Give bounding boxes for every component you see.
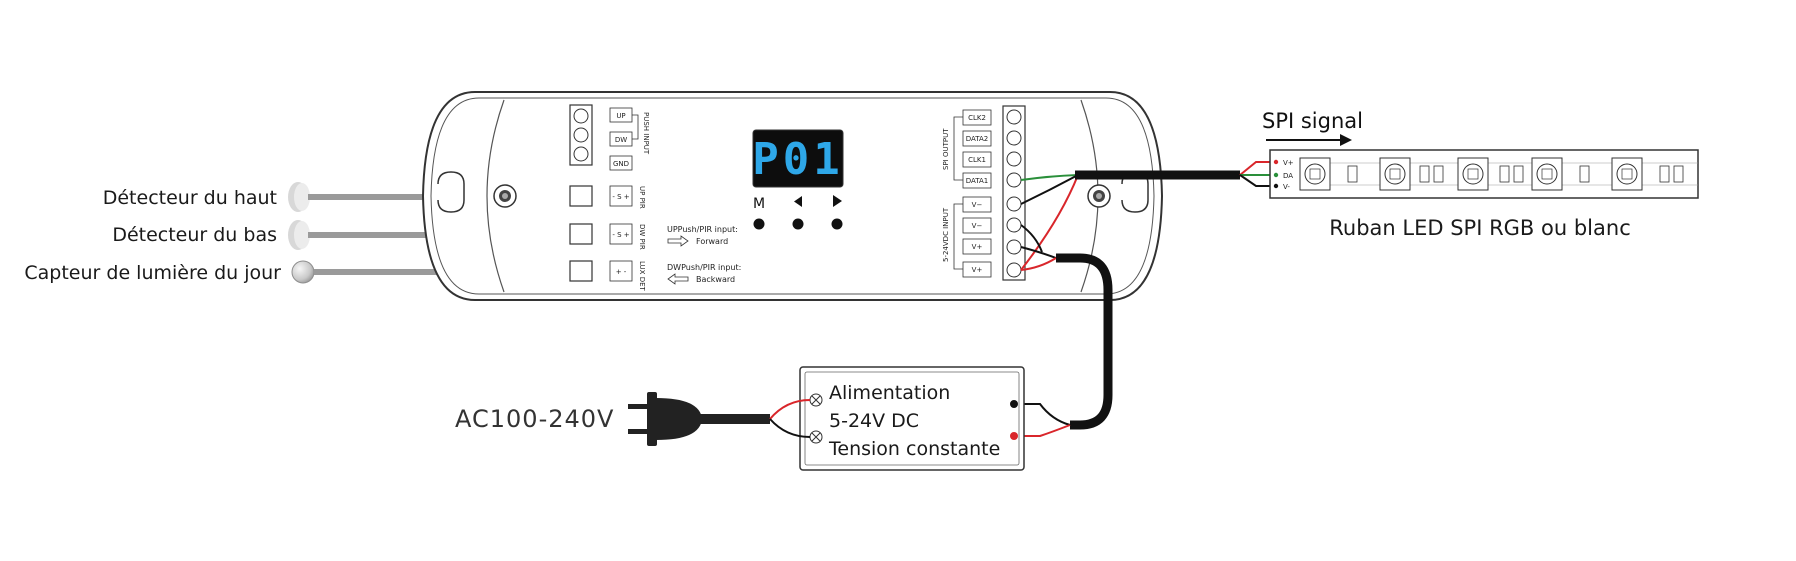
- button-left[interactable]: [792, 218, 804, 230]
- backward-arrow-icon: [667, 273, 689, 285]
- terminal-screw-icon: [573, 108, 589, 124]
- terminal-screw-icon: [573, 146, 589, 162]
- up-pir-connector: [609, 185, 633, 207]
- svg-text:+ -: + -: [616, 268, 627, 276]
- power-wiring: [1018, 224, 1113, 437]
- sensor-bottom-label: Détecteur du bas: [112, 224, 277, 246]
- left-arrow-icon: [794, 196, 802, 207]
- output-terminal-block: [1002, 105, 1026, 281]
- seven-segment-display: [752, 129, 844, 188]
- spi-signal-label: SPI signal: [1262, 109, 1363, 133]
- dw-input-title: DWPush/PIR input:: [667, 263, 741, 272]
- spi-terminal-clk2: CLK2: [968, 114, 986, 122]
- port-up-pir[interactable]: [569, 185, 593, 207]
- strip-pin-vpos: V+: [1283, 159, 1294, 167]
- push-terminal-gnd: GND: [613, 160, 629, 168]
- up-input-dir: Forward: [696, 237, 728, 246]
- smd-components: [1347, 165, 1684, 183]
- terminal-screw-icon: [1006, 262, 1022, 278]
- port-dw-pir[interactable]: [569, 223, 593, 245]
- led-chip-icon: [1531, 157, 1563, 191]
- push-input-label: PUSH INPUT: [642, 112, 650, 155]
- display-readout: P01: [752, 134, 843, 185]
- button-right[interactable]: [831, 218, 843, 230]
- sensor-light-label: Capteur de lumière du jour: [24, 262, 281, 284]
- led-strip: V+ DA V-: [1269, 149, 1699, 240]
- plug-icon: [647, 392, 657, 446]
- spi-wiring: [1020, 161, 1272, 271]
- svg-text:- S +: - S +: [612, 193, 629, 201]
- strip-label: Ruban LED SPI RGB ou blanc: [1329, 216, 1631, 240]
- mains-plug: AC100-240V: [455, 392, 811, 446]
- led-chip-icon: [1611, 157, 1643, 191]
- terminal-screw-icon: [1006, 217, 1022, 233]
- psu-line-2: 5-24V DC: [829, 410, 919, 432]
- button-m[interactable]: [753, 218, 765, 230]
- dc-positive-terminal: [1010, 432, 1018, 440]
- dw-pir-connector: [609, 223, 633, 245]
- push-terminal-up: UP: [616, 112, 625, 120]
- led-chip-icon: [1457, 157, 1489, 191]
- power-supply: Alimentation 5-24V DC Tension constante: [799, 366, 1025, 471]
- controller: UP DW GND PUSH INPUT - S + UP PIR - S + …: [421, 91, 1164, 301]
- dw-input-dir: Backward: [696, 275, 735, 284]
- port-lux-det[interactable]: [569, 260, 593, 282]
- terminal-screw-icon: [1006, 239, 1022, 255]
- terminal-screw-icon: [573, 127, 589, 143]
- spi-terminal-clk1: CLK1: [968, 156, 986, 164]
- power-terminal-vneg-1: V−: [972, 201, 983, 209]
- led-chip-icon: [1299, 157, 1331, 191]
- sensor-top-label: Détecteur du haut: [103, 187, 277, 209]
- power-terminal-vpos-1: V+: [972, 243, 983, 251]
- mains-cable: [700, 414, 770, 424]
- up-input-title: UPPush/PIR input:: [667, 225, 738, 234]
- power-terminal-vneg-2: V−: [972, 222, 983, 230]
- dc-negative-terminal: [1010, 400, 1018, 408]
- terminal-screw-icon: [1006, 196, 1022, 212]
- spi-terminal-data2: DATA2: [966, 135, 989, 143]
- strip-pin-vneg: V-: [1283, 183, 1290, 191]
- dc-cable: [1056, 253, 1113, 430]
- pir-label-dw: DW PIR: [638, 224, 646, 250]
- psu-line-3: Tension constante: [828, 438, 1000, 460]
- terminal-screw-icon: [1006, 151, 1022, 167]
- terminal-screw-icon: [1006, 172, 1022, 188]
- mains-label: AC100-240V: [455, 405, 614, 433]
- spi-terminal-data1: DATA1: [966, 177, 989, 185]
- led-chip-icon: [1379, 157, 1411, 191]
- spi-output-label: SPI OUTPUT: [942, 128, 950, 170]
- pir-label-up: UP PIR: [638, 186, 646, 209]
- sensor-light-ball: [291, 260, 315, 284]
- psu-line-1: Alimentation: [829, 382, 950, 404]
- lux-connector: [609, 260, 633, 282]
- power-terminal-vpos-2: V+: [972, 266, 983, 274]
- button-m-label: M: [753, 196, 765, 212]
- terminal-screw-icon: [1006, 130, 1022, 146]
- forward-arrow-icon: [667, 235, 689, 247]
- strip-pin-da: DA: [1283, 172, 1293, 180]
- terminal-screw-icon: [1006, 109, 1022, 125]
- pir-label-lux: LUX DET: [638, 261, 646, 292]
- push-terminal-dw: DW: [615, 136, 627, 144]
- power-input-label: 5-24VDC INPUT: [942, 207, 950, 262]
- right-arrow-icon: [833, 195, 842, 207]
- svg-text:- S +: - S +: [612, 231, 629, 239]
